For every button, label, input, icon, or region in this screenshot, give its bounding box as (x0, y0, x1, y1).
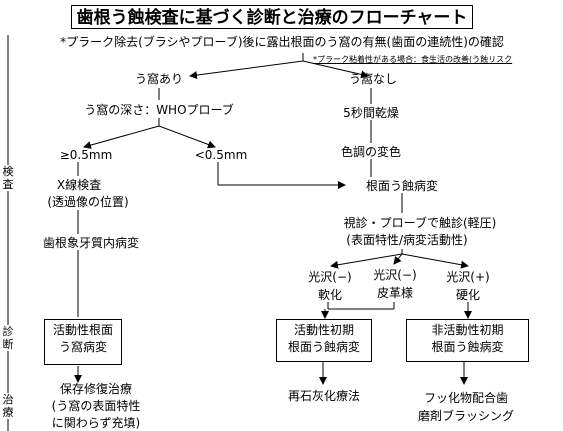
arrow-to-deep (83, 125, 160, 149)
shallow-label: <0.5mm (194, 148, 248, 162)
arrow-to-gloss-leather (393, 253, 403, 265)
probe-label: 視診・プローブで触診(軽圧) (343, 216, 497, 230)
gloss-hard-label: 光沢(+)硬化 (446, 270, 490, 302)
depth-label: う窩の深さ：WHOプローブ (84, 103, 234, 117)
dentin-label: 歯根象牙質内病変 (42, 236, 140, 250)
chart-title: 歯根う蝕検査に基づく診断と治療のフローチャート (71, 5, 473, 29)
side-label-diagnosis: 診断 (0, 325, 16, 351)
plaque-note: *プラーク粘着性がある場合：食生活の改善(う蝕リスク (313, 55, 513, 64)
arrow-to-gloss-soft (330, 253, 403, 269)
xray-detail-label: (透過像の位置) (47, 195, 129, 209)
active-root-caries-box: 活動性根面う窩病変 (44, 319, 122, 365)
side-label-exam: 検査 (0, 165, 16, 191)
caries-present-label: う窩あり (134, 72, 184, 86)
caries-absent-label: う窩なし (348, 72, 398, 86)
arrow-to-shallow (158, 125, 216, 149)
subtitle: *プラーク除去(ブラシやプローブ)後に露出根面のう窩の有無(歯面の連続性)の確認 (60, 35, 504, 49)
root-caries-label: 根面う蝕病変 (365, 179, 439, 193)
arrow-to-caries-absent (302, 60, 369, 79)
xray-label: X線検査 (56, 178, 102, 192)
inactive-early-box: 非活動性初期根面う蝕病変 (406, 319, 529, 362)
side-label-treatment: 治療 (0, 393, 16, 419)
dry-label: 5秒間乾燥 (343, 106, 399, 120)
arrow-to-gloss-hard (401, 253, 469, 269)
fluoride-label: フッ化物配合歯磨剤ブラッシング (417, 391, 515, 423)
arrow-to-caries-present (189, 60, 304, 80)
active-early-box: 活動性初期根面う蝕病変 (276, 319, 372, 362)
restorative-treatment-label: 保存修復治療(う窩の表面特性に関わらず充填) (51, 382, 141, 430)
probe-detail-label: (表面特性/病変活動性) (346, 233, 468, 247)
color-change-label: 色調の変色 (340, 145, 402, 159)
gloss-leather-label: 光沢(−)皮革様 (373, 268, 417, 300)
deep-label: ≥0.5mm (59, 148, 113, 162)
gloss-soft-label: 光沢(−)軟化 (308, 270, 352, 302)
remineralization-label: 再石灰化療法 (287, 389, 361, 403)
